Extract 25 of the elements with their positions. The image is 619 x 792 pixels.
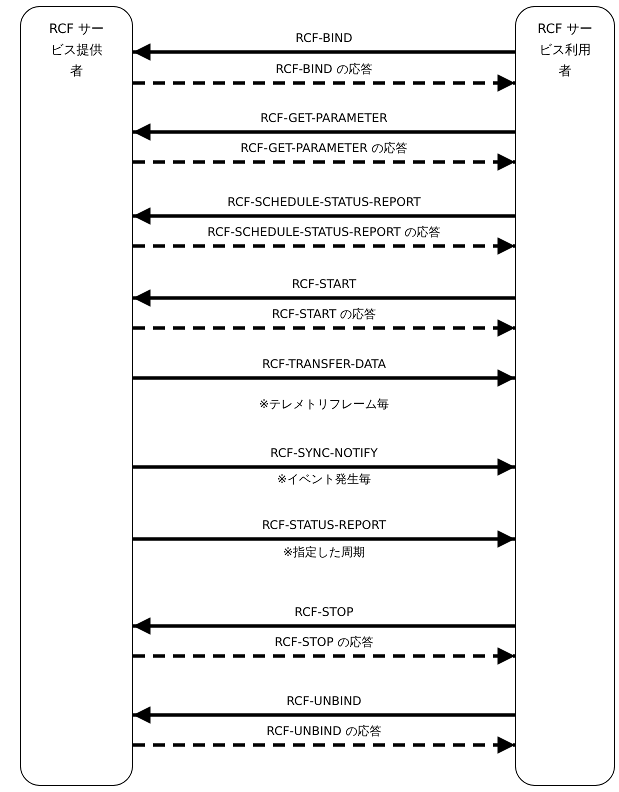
participant-name: RCF サービス提供者 bbox=[48, 21, 106, 81]
participant-name: RCF サービス利用者 bbox=[536, 21, 594, 81]
edge-label: RCF-UNBIND の応答 bbox=[264, 724, 384, 739]
message-arrow bbox=[133, 706, 515, 724]
message-arrow bbox=[133, 530, 515, 548]
note-text: ※テレメトリフレーム毎 bbox=[258, 397, 390, 412]
message-arrow bbox=[133, 289, 515, 307]
message-arrow bbox=[133, 153, 515, 171]
lifeline-box bbox=[20, 6, 133, 786]
lifeline-box bbox=[515, 6, 615, 786]
message-arrow bbox=[133, 237, 515, 255]
note-text: ※イベント発生毎 bbox=[276, 472, 372, 487]
note-text: ※指定した周期 bbox=[282, 545, 366, 560]
message-arrow bbox=[133, 74, 515, 92]
message-arrow bbox=[133, 736, 515, 754]
message-arrow bbox=[133, 319, 515, 337]
message-arrow bbox=[133, 647, 515, 665]
edge-label: RCF-STOP の応答 bbox=[272, 635, 376, 650]
message-arrow bbox=[133, 123, 515, 141]
message-arrow bbox=[133, 43, 515, 61]
message-arrow bbox=[133, 458, 515, 476]
edge-label: RCF-GET-PARAMETER の応答 bbox=[238, 141, 410, 156]
message-arrow bbox=[133, 369, 515, 387]
edge-label: RCF-BIND の応答 bbox=[274, 62, 374, 77]
message-arrow bbox=[133, 207, 515, 225]
